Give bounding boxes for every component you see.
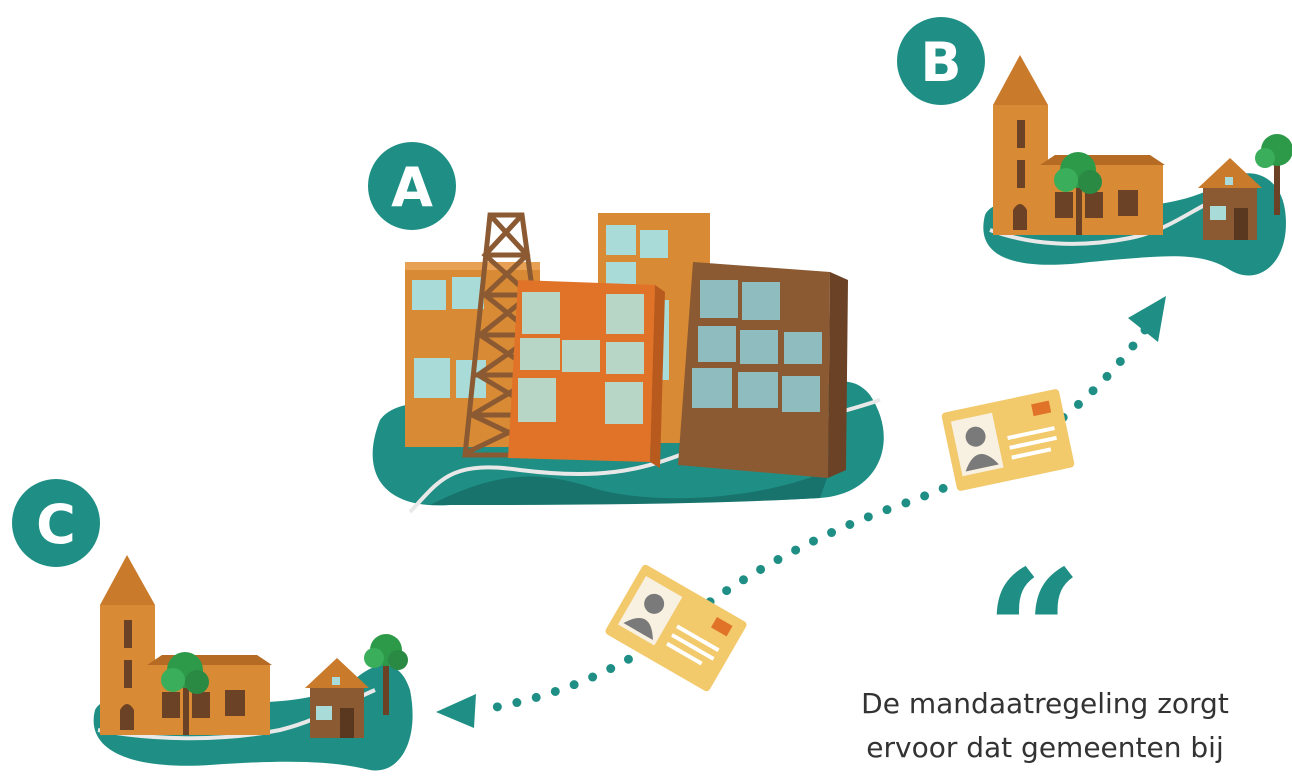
badge-b-label: B <box>920 31 961 94</box>
arrow-head-c <box>436 694 476 728</box>
church-b <box>993 55 1165 235</box>
badge-a-label: A <box>391 156 433 219</box>
quote-line-1: De mandaatregeling zorgt <box>861 687 1229 720</box>
badge-a: A <box>368 142 456 230</box>
house-b <box>1198 158 1262 240</box>
quote-line-2: ervoor dat gemeenten bij <box>866 731 1224 764</box>
badge-c-label: C <box>36 493 76 556</box>
tree-b-2 <box>1255 134 1292 215</box>
tree-c-1 <box>161 652 209 735</box>
house-c <box>305 658 369 738</box>
arrow-head-b <box>1128 296 1166 342</box>
island-b-road <box>989 193 1226 246</box>
id-card-lower <box>605 564 747 692</box>
tree-c-2 <box>364 634 408 715</box>
badge-c: C <box>12 479 100 567</box>
quote-mark: “ <box>985 533 1083 733</box>
quote-text: De mandaatregeling zorgt ervoor dat geme… <box>835 682 1255 770</box>
tree-b-1 <box>1054 152 1102 235</box>
island-a-shadow <box>430 470 830 505</box>
village-island-b <box>983 55 1292 276</box>
city-island-a <box>372 212 884 514</box>
building-front-orange <box>508 280 665 468</box>
building-dark-brown <box>678 262 848 478</box>
id-card-upper <box>941 389 1075 491</box>
village-island-c <box>93 555 413 771</box>
badge-b: B <box>897 17 985 105</box>
